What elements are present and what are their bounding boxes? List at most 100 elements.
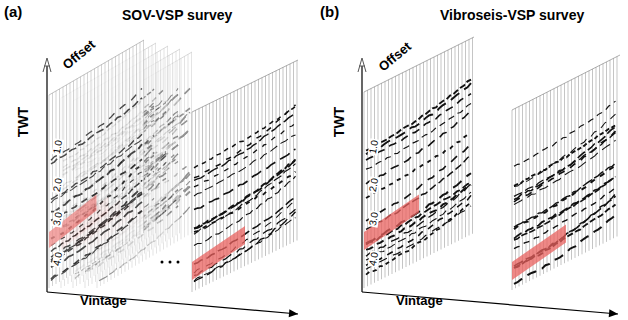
reflection-event	[514, 163, 616, 227]
seismic-trace	[364, 92, 365, 288]
seismic-trace	[169, 55, 170, 239]
source-symbol	[43, 58, 51, 72]
section-edge	[49, 40, 144, 95]
reflection-event	[366, 133, 471, 198]
reflection-event	[51, 159, 142, 220]
highlight-band	[364, 195, 419, 251]
seismic-trace	[603, 64, 604, 244]
seismic-trace	[269, 74, 270, 254]
vintage-axis	[362, 292, 618, 314]
seismic-trace	[613, 58, 614, 238]
reflection-event	[51, 180, 142, 251]
seismic-trace	[98, 67, 99, 260]
seismic-trace	[258, 79, 259, 259]
reflection-event	[194, 123, 296, 187]
seismic-trace	[441, 54, 442, 250]
seismic-section	[49, 40, 144, 288]
seismic-trace	[248, 85, 249, 265]
seismic-trace	[152, 45, 153, 235]
seismic-section	[192, 60, 298, 292]
seismic-trace	[251, 83, 252, 263]
reflection-event	[194, 105, 296, 178]
vintage-axis	[47, 292, 298, 314]
section-edge	[192, 60, 298, 112]
seismic-trace	[155, 43, 156, 233]
seismic-trace	[265, 76, 266, 256]
axis-label: Offset	[376, 39, 413, 73]
highlight-band	[49, 195, 97, 249]
reflection-event	[51, 98, 142, 164]
twt-axis	[361, 66, 362, 292]
seismic-trace	[437, 55, 438, 251]
seismic-section	[364, 37, 474, 288]
panel-title: SOV-VSP survey	[122, 8, 232, 22]
axis-label: Vintage	[396, 294, 443, 307]
seismic-trace	[392, 78, 393, 274]
seismic-trace	[167, 46, 168, 233]
reflection-event	[194, 135, 296, 196]
seismic-trace	[568, 81, 569, 261]
seismic-trace	[143, 40, 144, 233]
panel-title: Vibroseis-VSP survey	[440, 8, 584, 22]
seismic-trace	[179, 49, 180, 233]
reflection-event	[514, 101, 616, 166]
seismic-trace	[610, 60, 611, 240]
seismic-trace	[108, 61, 109, 254]
seismic-trace	[434, 57, 435, 253]
seismic-trace	[395, 76, 396, 272]
axis-label: Offset	[60, 37, 97, 71]
seismic-trace	[105, 63, 106, 256]
seismic-trace	[381, 83, 382, 279]
seismic-trace	[262, 78, 263, 258]
seismic-trace	[112, 59, 113, 252]
axis-label: TWT	[332, 107, 346, 137]
reflection-event	[51, 134, 142, 199]
seismic-trace	[119, 54, 120, 247]
section-ground	[512, 55, 620, 290]
seismic-trace	[617, 57, 618, 237]
axis-label: Vintage	[80, 294, 127, 307]
seismic-trace	[91, 71, 92, 264]
seismic-trace	[472, 38, 473, 234]
section-edge	[364, 37, 474, 92]
ellipsis-dot	[169, 261, 172, 264]
seismic-trace	[589, 71, 590, 251]
seismic-trace	[172, 53, 173, 237]
seismic-trace	[101, 65, 102, 258]
highlight-band	[512, 225, 566, 281]
seismic-trace	[599, 65, 600, 245]
seismic-trace	[406, 71, 407, 267]
seismic-trace	[160, 50, 161, 237]
reflection-event	[194, 149, 296, 209]
panel-letter: (a)	[4, 4, 22, 19]
highlight-band	[192, 226, 245, 280]
reflection-event	[194, 112, 296, 180]
seismic-trace	[388, 80, 389, 276]
seismic-trace	[592, 69, 593, 249]
seismic-trace	[157, 52, 158, 239]
seismic-trace	[444, 52, 445, 248]
seismic-trace	[423, 62, 424, 258]
seismic-trace	[297, 60, 298, 240]
seismic-trace	[448, 50, 449, 246]
seismic-trace	[49, 95, 50, 288]
arrow-head	[609, 309, 618, 317]
twt-axis	[46, 66, 47, 292]
seismic-trace	[73, 81, 74, 274]
seismic-trace	[413, 68, 414, 264]
seismic-trace	[606, 62, 607, 242]
seismic-trace	[420, 64, 421, 260]
ellipsis-dot	[161, 261, 164, 264]
arrow-head	[289, 309, 298, 317]
seismic-trace	[272, 73, 273, 253]
reflection-event	[366, 185, 471, 250]
seismic-trace	[184, 56, 185, 237]
axis-label: TWT	[16, 107, 30, 137]
seismic-trace	[181, 58, 182, 239]
seismic-trace	[571, 80, 572, 260]
seismic-trace	[115, 57, 116, 250]
seismic-trace	[596, 67, 597, 247]
panel-letter: (b)	[320, 4, 339, 19]
section-ground	[192, 60, 298, 292]
reflection-event	[194, 159, 296, 228]
